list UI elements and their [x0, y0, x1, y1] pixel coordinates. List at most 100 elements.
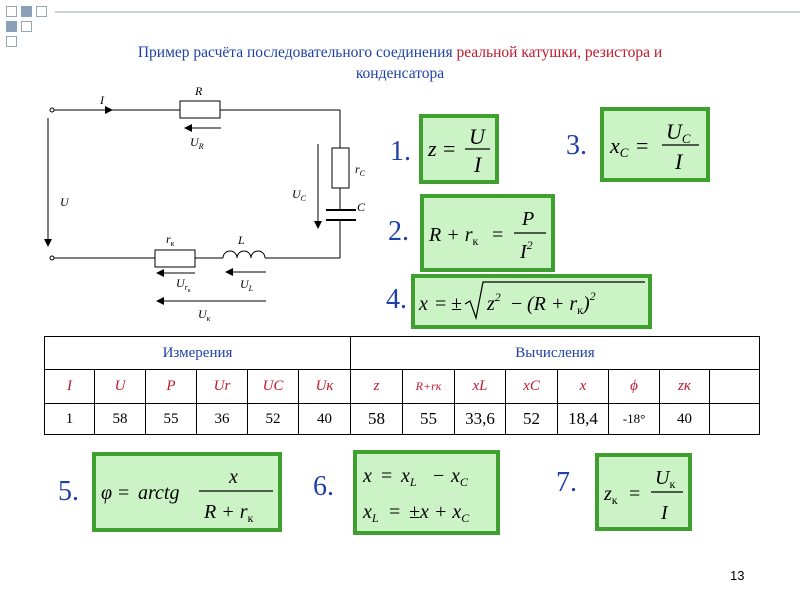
label-U: U — [60, 195, 70, 209]
svg-text:arctg: arctg — [138, 482, 179, 504]
formula-box-4: x = ± z2 − (R + rк)2 — [411, 274, 652, 329]
corner-square — [6, 36, 17, 47]
symbol-cell: Ur — [196, 369, 248, 404]
symbol-cell: zк — [659, 369, 710, 404]
label-I: I — [99, 93, 105, 107]
label-R: R — [194, 84, 203, 98]
table-value-row: 1 58 55 36 52 40 58 55 33,6 52 18,4 -18°… — [44, 403, 760, 435]
svg-text:xL: xL — [362, 501, 379, 525]
circuit-diagram: I R U UR rC C UC rк L UL Urк Uк — [44, 84, 366, 323]
corner-square — [6, 6, 17, 17]
header-rule — [55, 11, 800, 13]
page-number: 13 — [730, 568, 745, 583]
formula-number: 6. — [313, 471, 334, 502]
formula-number: 2. — [388, 216, 409, 247]
resistor-rC — [331, 147, 350, 189]
data-table: Измерения Вычисления I U P Ur UC Uк z R+… — [44, 336, 760, 435]
formula-box-2: R + rк = P I2 — [420, 194, 555, 272]
label-UC: UC — [292, 187, 307, 203]
symbol-cell: xC — [505, 369, 558, 404]
svg-text:Uк: Uк — [655, 467, 675, 491]
f3-den: I — [674, 149, 684, 174]
slide-title: Пример расчёта последовательного соедине… — [70, 42, 730, 84]
label-UL: UL — [240, 277, 254, 293]
value-cell — [709, 403, 760, 435]
header-measurements: Измерения — [44, 336, 351, 370]
formula-box-5: φ = arctg x R + rк — [92, 452, 282, 532]
svg-text:zк: zк — [603, 483, 618, 507]
label-rC: rC — [355, 162, 366, 178]
value-cell: 58 — [94, 403, 146, 435]
inductor-L — [222, 250, 266, 259]
value-cell: 40 — [298, 403, 351, 435]
symbol-cell: x — [557, 369, 609, 404]
svg-text:I2: I2 — [519, 238, 533, 263]
value-cell: 52 — [247, 403, 299, 435]
svg-text:R + rк: R + rк — [203, 501, 254, 525]
svg-text:=: = — [381, 465, 392, 487]
svg-text:=: = — [629, 483, 640, 505]
svg-text:(R + rк)2: (R + rк)2 — [527, 289, 596, 317]
symbol-cell: xL — [454, 369, 506, 404]
svg-text:=: = — [118, 482, 129, 504]
formula-box-3: xC = UC I — [600, 107, 710, 182]
title-part-1: Пример расчёта последовательного соедине… — [137, 44, 457, 61]
symbol-cell: Uк — [298, 369, 351, 404]
label-L: L — [237, 233, 245, 247]
formula-box-7: zк = Uк I — [595, 453, 692, 531]
f1-lhs: z — [427, 136, 437, 161]
symbol-cell: z — [350, 369, 403, 404]
resistor-rk — [154, 249, 196, 268]
svg-text:=: = — [492, 224, 503, 246]
formula-box-6: x = xL − xC xL = ±x + xC — [353, 450, 500, 535]
title-part-3: конденсатора — [355, 65, 445, 82]
value-cell: 55 — [145, 403, 197, 435]
value-cell: 33,6 — [454, 403, 506, 435]
value-cell: 55 — [402, 403, 455, 435]
corner-square — [36, 6, 47, 17]
terminal — [49, 107, 55, 113]
corner-square — [21, 6, 32, 17]
value-cell: 40 — [659, 403, 710, 435]
resistor-R — [179, 100, 221, 119]
symbol-cell: P — [145, 369, 197, 404]
formula-number: 1. — [390, 136, 411, 167]
formula-box-1: z = U I — [419, 114, 499, 184]
svg-text:R + rк: R + rк — [428, 224, 479, 248]
label-rk: rк — [166, 232, 175, 248]
corner-square — [21, 21, 32, 32]
label-C: C — [357, 200, 366, 214]
svg-text:xC: xC — [450, 465, 469, 489]
label-Urk: Urк — [176, 276, 191, 294]
header-calculations: Вычисления — [350, 336, 760, 370]
value-cell: 58 — [350, 403, 403, 435]
svg-text:=: = — [435, 293, 446, 315]
corner-square — [6, 21, 17, 32]
value-cell: 1 — [44, 403, 95, 435]
svg-text:=: = — [443, 136, 455, 161]
label-Uk: Uк — [198, 307, 211, 323]
svg-text:z2: z2 — [486, 290, 501, 315]
f1-num: U — [469, 124, 487, 149]
f2-num: P — [521, 208, 534, 230]
formula-number: 4. — [386, 284, 407, 315]
value-cell: 36 — [196, 403, 248, 435]
value-cell: 18,4 — [557, 403, 609, 435]
formula-number: 3. — [566, 130, 587, 161]
symbol-cell: R+rк — [402, 369, 455, 404]
svg-text:±x + xC: ±x + xC — [409, 501, 470, 525]
label-UR: UR — [190, 135, 204, 151]
symbol-cell: ϕ — [608, 369, 660, 404]
svg-text:x: x — [362, 465, 372, 487]
svg-text:±: ± — [451, 293, 462, 315]
table-symbol-row: I U P Ur UC Uк z R+rк xL xC x ϕ zк — [44, 369, 760, 404]
value-cell: -18° — [608, 403, 660, 435]
f1-den: I — [473, 152, 483, 177]
table-header-row: Измерения Вычисления — [44, 336, 760, 370]
f7-den: I — [660, 502, 669, 524]
svg-text:φ: φ — [101, 482, 112, 504]
svg-text:=: = — [389, 501, 400, 523]
formula-number: 7. — [556, 467, 577, 498]
title-part-2: реальной катушки, резистора и — [456, 44, 663, 61]
symbol-cell: U — [94, 369, 146, 404]
